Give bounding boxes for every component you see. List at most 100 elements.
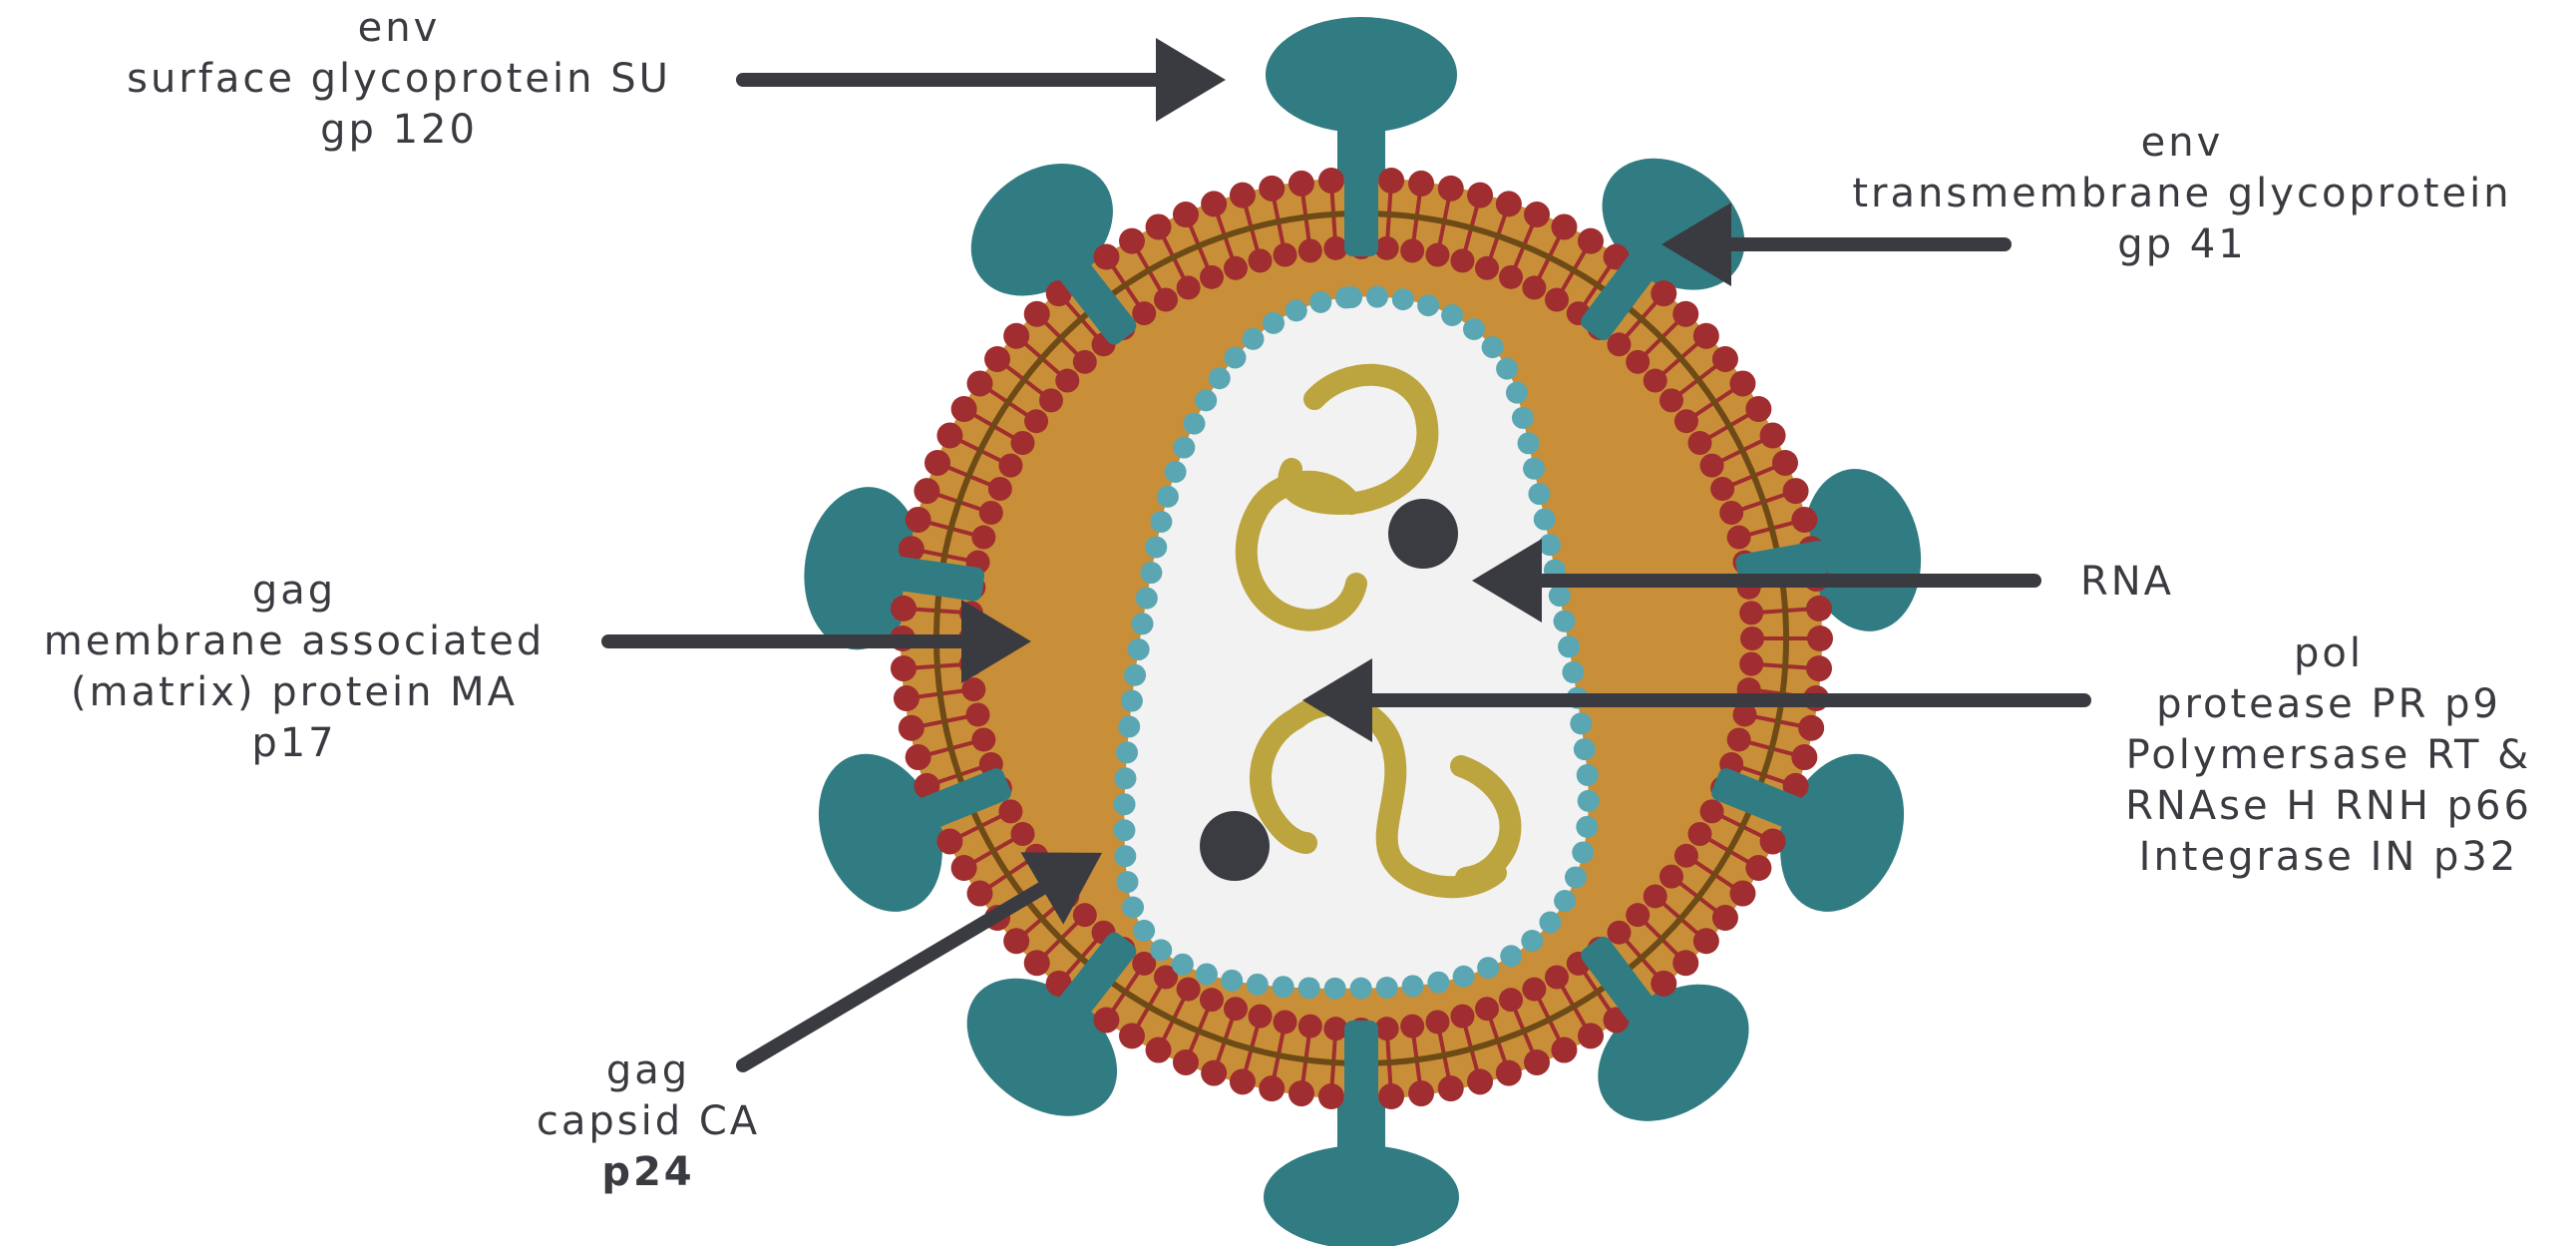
label-capsid-line2: capsid CA	[499, 1096, 798, 1147]
lipid-head-outer	[1729, 881, 1755, 907]
capsid-bead	[1324, 978, 1346, 1000]
label-pol-line2: protease PR p9	[2084, 679, 2573, 730]
lipid-head-outer	[894, 685, 920, 711]
capsid-bead	[1114, 845, 1136, 867]
lipid-head-inner	[1522, 275, 1546, 299]
capsid-bead	[1172, 954, 1194, 976]
label-gp41-line2: transmembrane glycoprotein	[1803, 169, 2561, 219]
capsid-bead	[1114, 793, 1136, 815]
lipid-head-outer	[1230, 1068, 1256, 1094]
lipid-head-inner	[998, 799, 1022, 823]
capsid-bead	[1539, 534, 1561, 556]
capsid-bead	[1576, 816, 1598, 838]
lipid-head-outer	[1651, 280, 1676, 306]
capsid-bead	[1221, 970, 1243, 992]
lipid-head-outer	[984, 346, 1010, 372]
capsid-bead	[1298, 977, 1320, 999]
label-pol-line3: Polymersase RT &	[2084, 730, 2573, 781]
lipid-head-inner	[1522, 978, 1546, 1002]
lipid-head-outer	[1745, 396, 1771, 422]
lipid-head-inner	[1073, 350, 1097, 374]
label-gp41-line3: gp 41	[1803, 219, 2561, 270]
lipid-head-inner	[1545, 288, 1569, 312]
lipid-head-inner	[1400, 1015, 1424, 1038]
lipid-head-outer	[1201, 191, 1227, 216]
lipid-head-inner	[1400, 238, 1424, 262]
lipid-head-outer	[1672, 301, 1698, 327]
lipid-head-inner	[1607, 332, 1631, 356]
lipid-head-inner	[1055, 884, 1079, 908]
lipid-head-outer	[1551, 1038, 1577, 1063]
lipid-head-inner	[1626, 903, 1650, 927]
lipid-head-inner	[1644, 369, 1667, 393]
transmembrane-stub-body	[1344, 1021, 1378, 1112]
capsid-bead	[1549, 585, 1571, 607]
capsid-bead	[1500, 945, 1522, 967]
capsid-bead	[1554, 890, 1576, 912]
lipid-head-outer	[1772, 450, 1798, 476]
lipid-head-outer	[1408, 171, 1434, 197]
lipid-head-outer	[1259, 1075, 1285, 1101]
capsid-bead	[1128, 638, 1150, 660]
label-pol-line5: Integrase IN p32	[2084, 832, 2573, 883]
lipid-head-outer	[1230, 183, 1256, 208]
lipid-head-inner	[1700, 799, 1724, 823]
lipid-head-inner	[1274, 1010, 1297, 1034]
label-pol-line1: pol	[2084, 628, 2573, 679]
lipid-head-inner	[1200, 988, 1224, 1012]
label-matrix-line1: gag	[0, 566, 588, 617]
lipid-head-outer	[1003, 928, 1029, 954]
capsid-bead	[1521, 930, 1543, 952]
capsid-bead	[1366, 286, 1388, 308]
lipid-head-inner	[966, 702, 990, 726]
lipid-head-outer	[1745, 855, 1771, 881]
capsid-bead	[1350, 978, 1372, 1000]
lipid-head-inner	[1298, 1015, 1322, 1038]
lipid-head-inner	[1200, 265, 1224, 289]
capsid-bead	[1145, 536, 1167, 558]
lipid-head-outer	[1806, 596, 1832, 622]
lipid-head-outer	[1378, 168, 1404, 194]
label-rna-line1: RNA	[2062, 557, 2192, 608]
lipid-head-outer	[899, 715, 924, 741]
lipid-head-inner	[1450, 248, 1474, 272]
label-gp41-line1: env	[1803, 118, 2561, 169]
lipid-head-inner	[1055, 369, 1079, 393]
capsid-bead	[1554, 611, 1576, 632]
lipid-head-inner	[959, 652, 983, 676]
lipid-head-outer	[906, 744, 931, 770]
capsid-bead	[1417, 294, 1439, 316]
lipid-head-outer	[1173, 1049, 1199, 1075]
capsid-bead	[1392, 288, 1414, 310]
lipid-head-outer	[1318, 1083, 1344, 1109]
label-pol: pol protease PR p9 Polymersase RT & RNAs…	[2084, 628, 2573, 883]
capsid-bead	[1577, 764, 1599, 786]
capsid-bead	[1113, 819, 1135, 841]
lipid-head-inner	[1177, 978, 1201, 1002]
capsid-bead	[1463, 318, 1485, 340]
spike-cap	[1264, 1145, 1459, 1246]
lipid-head-inner	[1727, 526, 1751, 550]
capsid-bead	[1150, 939, 1172, 961]
label-rna: RNA	[2062, 557, 2192, 608]
capsid-bead	[1578, 790, 1600, 812]
lipid-head-outer	[1201, 1060, 1227, 1086]
lipid-head-outer	[1318, 168, 1344, 194]
lipid-head-inner	[1644, 884, 1667, 908]
lipid-head-inner	[1659, 865, 1683, 889]
lipid-head-inner	[1659, 388, 1683, 412]
label-pol-line4: RNAse H RNH p66	[2084, 781, 2573, 832]
lipid-head-inner	[1740, 626, 1764, 650]
lipid-head-outer	[1672, 950, 1698, 976]
label-matrix: gag membrane associated (matrix) protein…	[0, 566, 588, 769]
capsid-bead	[1570, 712, 1592, 734]
lipid-head-outer	[1467, 183, 1493, 208]
lipid-head-inner	[988, 477, 1012, 501]
capsid-bead	[1477, 957, 1499, 979]
lipid-head-outer	[1378, 1083, 1404, 1109]
lipid-head-outer	[1729, 370, 1755, 396]
capsid-bead	[1140, 562, 1162, 584]
lipid-head-outer	[1024, 950, 1050, 976]
enzyme-dot	[1388, 499, 1458, 569]
lipid-head-outer	[1093, 244, 1119, 270]
